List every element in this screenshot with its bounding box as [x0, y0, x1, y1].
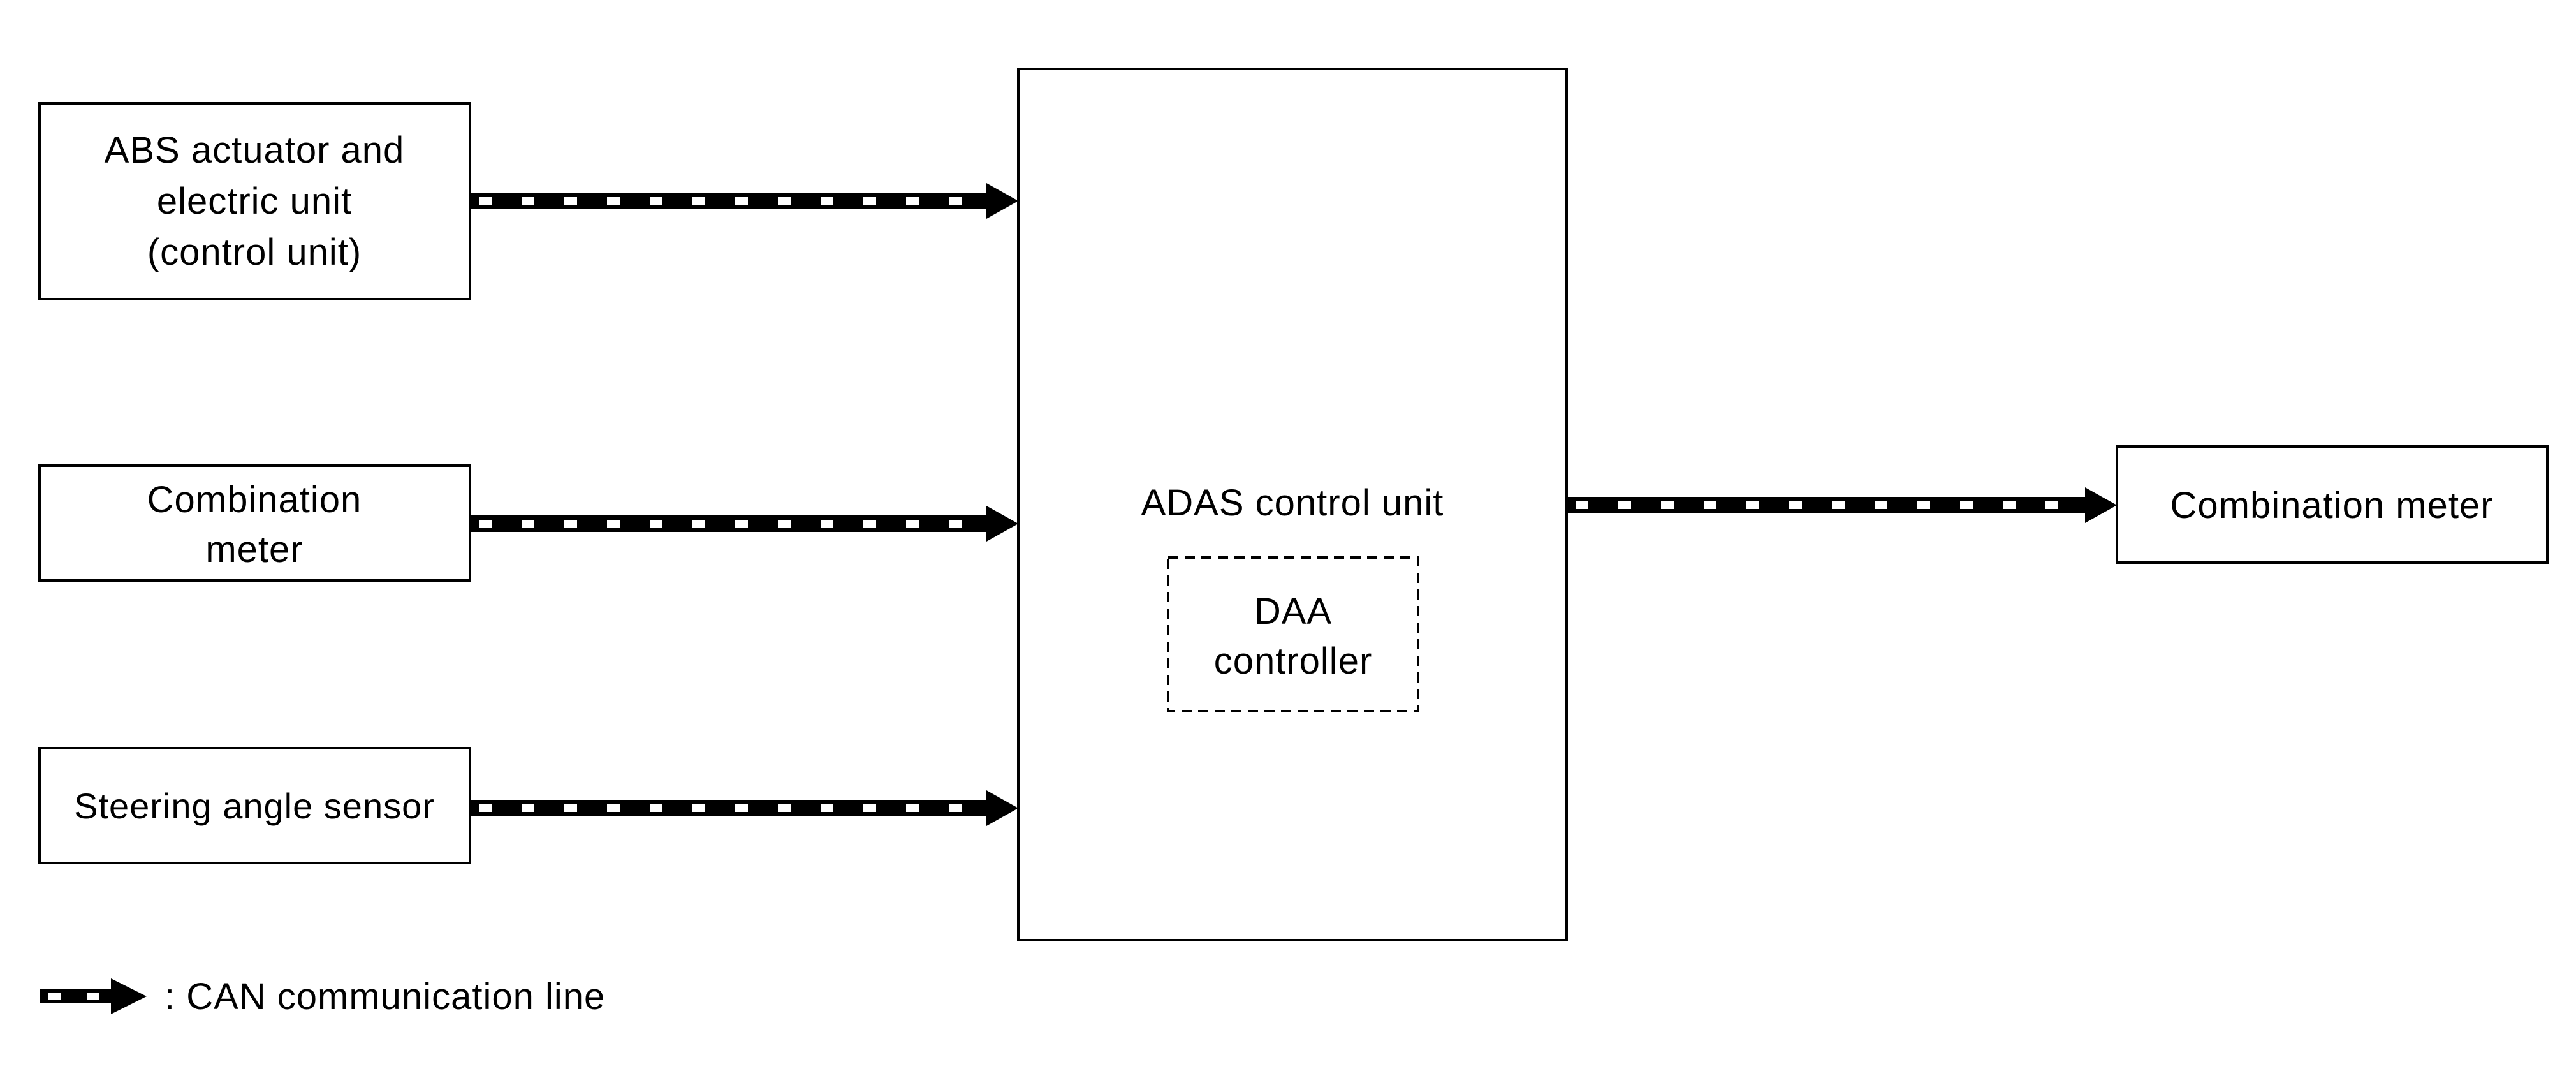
can-line-dash: [1661, 501, 1674, 509]
node-adas-control-unit: ADAS control unit: [1017, 68, 1568, 941]
can-line-dash: [522, 197, 534, 205]
can-line-dash: [650, 804, 662, 812]
can-line-dash: [863, 804, 876, 812]
can-line-arrowhead: [986, 790, 1018, 826]
node-daa-controller: DAA controller: [1167, 556, 1419, 712]
can-line-body: [1567, 497, 2086, 513]
can-line-dash: [564, 520, 577, 528]
combo-in-label-line-2: meter: [205, 529, 303, 570]
can-line-dash: [650, 520, 662, 528]
legend-can-line-icon: [40, 978, 147, 1014]
can-line-dash: [1576, 501, 1588, 509]
can-line-dash: [692, 520, 705, 528]
can-line-dash: [1832, 501, 1845, 509]
can-line-dash: [479, 804, 492, 812]
can-line-dash: [906, 197, 919, 205]
can-line-dash: [778, 520, 791, 528]
can-line-dash: [949, 804, 962, 812]
can-line-steering-to-adas: [470, 790, 1018, 826]
can-line-dash: [564, 197, 577, 205]
can-line-abs-to-adas: [470, 183, 1018, 219]
can-line-dash: [735, 804, 748, 812]
can-line-adas-to-combination-meter: [1567, 487, 2117, 523]
can-line-dash: [949, 520, 962, 528]
can-line-dash: [1704, 501, 1716, 509]
node-abs-actuator: ABS actuator and electric unit (control …: [38, 102, 471, 300]
can-line-dash: [1917, 501, 1930, 509]
legend: : CAN communication line: [40, 976, 605, 1017]
can-line-combination-meter-to-adas: [470, 506, 1018, 542]
can-line-body: [470, 800, 988, 816]
can-line-body: [40, 989, 112, 1003]
can-line-dash: [522, 804, 534, 812]
can-line-dash: [735, 520, 748, 528]
legend-label: : CAN communication line: [165, 976, 605, 1017]
can-line-dash: [650, 197, 662, 205]
can-line-dash: [821, 520, 833, 528]
can-line-dash: [778, 197, 791, 205]
can-line-dash: [692, 804, 705, 812]
can-line-body: [470, 515, 988, 532]
can-line-body: [470, 193, 988, 209]
abs-label-line-2: electric unit: [157, 181, 352, 222]
can-line-dash: [87, 993, 99, 1000]
can-line-dash: [607, 197, 620, 205]
can-line-dash: [2045, 501, 2058, 509]
can-line-dash: [479, 197, 492, 205]
can-line-dash: [522, 520, 534, 528]
adas-label: ADAS control unit: [1141, 482, 1444, 524]
can-line-dash: [863, 197, 876, 205]
can-line-dash: [479, 520, 492, 528]
can-line-dash: [778, 804, 791, 812]
can-line-dash: [607, 520, 620, 528]
can-line-dash: [564, 804, 577, 812]
can-line-dash: [607, 804, 620, 812]
can-line-dash: [1746, 501, 1759, 509]
can-line-arrowhead: [111, 978, 147, 1014]
can-line-arrowhead: [986, 183, 1018, 219]
can-line-dash: [863, 520, 876, 528]
can-line-dash: [2003, 501, 2016, 509]
combo-out-label: Combination meter: [2170, 485, 2494, 526]
can-line-arrowhead: [986, 506, 1018, 542]
daa-label-line-1: DAA: [1254, 591, 1332, 632]
can-line-dash: [1789, 501, 1802, 509]
daa-label-line-2: controller: [1214, 640, 1373, 682]
node-steering-angle-sensor: Steering angle sensor: [38, 747, 471, 864]
can-line-dash: [821, 197, 833, 205]
steering-label: Steering angle sensor: [74, 786, 435, 826]
can-line-dash: [1960, 501, 1973, 509]
can-line-dash: [906, 804, 919, 812]
abs-label-line-1: ABS actuator and: [105, 129, 405, 171]
node-combination-meter-output: Combination meter: [2116, 445, 2549, 564]
can-line-arrowhead: [2085, 487, 2117, 523]
can-line-dash: [692, 197, 705, 205]
can-line-dash: [949, 197, 962, 205]
can-line-dash: [48, 993, 61, 1000]
can-line-dash: [1875, 501, 1887, 509]
node-combination-meter-input: Combination meter: [38, 464, 471, 582]
combo-in-label-line-1: Combination: [147, 479, 362, 520]
can-line-dash: [821, 804, 833, 812]
abs-label-line-3: (control unit): [147, 232, 362, 273]
can-line-dash: [1618, 501, 1631, 509]
can-line-dash: [735, 197, 748, 205]
can-line-dash: [906, 520, 919, 528]
